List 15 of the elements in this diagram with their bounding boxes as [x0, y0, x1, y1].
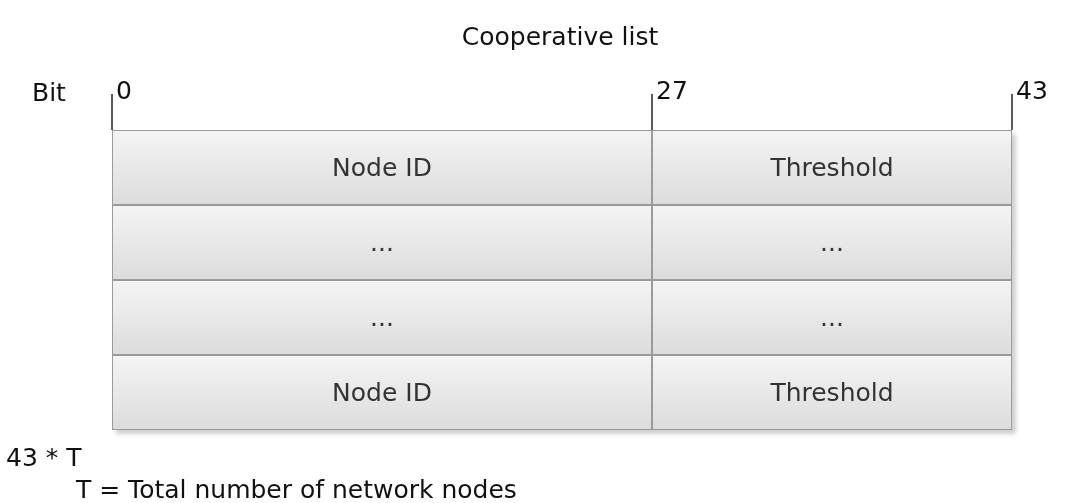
table-cell: Node ID [112, 130, 652, 205]
table-cell: Threshold [652, 130, 1012, 205]
size-label: 43 * T [6, 443, 82, 473]
table-cell: ... [112, 280, 652, 355]
table-cell: ... [652, 205, 1012, 280]
bit-number: 27 [656, 76, 688, 106]
table-cell: ... [112, 205, 652, 280]
table-cell: Node ID [112, 355, 652, 430]
diagram-title: Cooperative list [461, 22, 659, 52]
footnote: T = Total number of network nodes [76, 475, 517, 503]
bit-number: 0 [116, 76, 132, 106]
table-cell: ... [652, 280, 1012, 355]
table-cell: Threshold [652, 355, 1012, 430]
axis-label: Bit [32, 78, 66, 108]
bit-number: 43 [1016, 76, 1048, 106]
